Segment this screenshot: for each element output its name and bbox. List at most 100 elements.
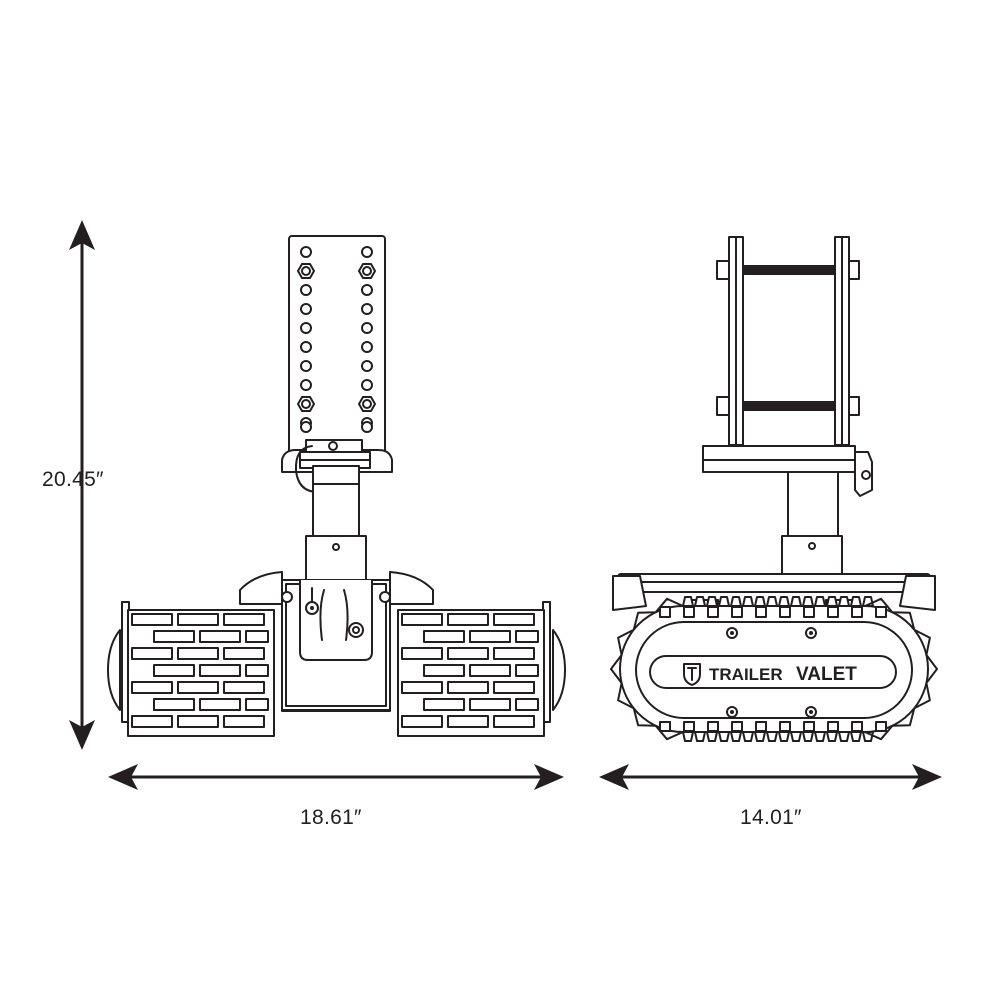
right-track-roller bbox=[397, 601, 566, 737]
plate-hole bbox=[300, 284, 312, 296]
side-width-dimension-label: 14.01″ bbox=[740, 806, 802, 829]
brand-word-2: VALET bbox=[796, 664, 857, 685]
tread-block bbox=[153, 664, 195, 677]
tread-block bbox=[177, 613, 219, 626]
inner-tooth bbox=[755, 606, 767, 618]
front-width-dimension-label: 18.61″ bbox=[300, 806, 362, 829]
tread-block bbox=[469, 698, 511, 711]
tread-block bbox=[447, 647, 489, 660]
adjustment-plate bbox=[288, 235, 386, 455]
side-bracket bbox=[702, 236, 873, 497]
roller-tread-blocks bbox=[131, 613, 269, 728]
tread-block bbox=[515, 630, 539, 643]
brand-logo: TRAILER VALET bbox=[683, 663, 857, 686]
vertical-tube bbox=[305, 465, 367, 581]
plate-hole bbox=[361, 421, 373, 433]
tread-block bbox=[177, 647, 219, 660]
front-view bbox=[107, 235, 566, 737]
inner-tooth bbox=[659, 721, 671, 732]
brand-word-1: TRAILER bbox=[709, 665, 783, 684]
inner-tooth bbox=[779, 721, 791, 732]
width-dimension-arrow-left bbox=[108, 764, 564, 790]
tread-block bbox=[447, 715, 489, 728]
inner-tooth bbox=[803, 721, 815, 732]
tread-block bbox=[447, 681, 489, 694]
plate-hole bbox=[300, 360, 312, 372]
left-track-roller bbox=[107, 601, 275, 737]
tread-block bbox=[515, 664, 539, 677]
tread-block bbox=[153, 630, 195, 643]
plate-hole bbox=[300, 303, 312, 315]
tread-block bbox=[423, 630, 465, 643]
plate-hole bbox=[361, 341, 373, 353]
tread-block bbox=[245, 664, 269, 677]
tread-block bbox=[199, 698, 241, 711]
track-belt bbox=[610, 596, 938, 742]
inner-tooth bbox=[827, 606, 839, 618]
tread-block bbox=[493, 681, 535, 694]
plate-hole bbox=[361, 284, 373, 296]
tread-block bbox=[223, 681, 265, 694]
tread-block bbox=[199, 630, 241, 643]
plate-hole bbox=[300, 322, 312, 334]
roller-tread-blocks bbox=[401, 613, 539, 728]
side-tube bbox=[781, 471, 843, 577]
inner-tooth bbox=[851, 606, 863, 618]
tread-block bbox=[515, 698, 539, 711]
inner-tooth bbox=[779, 606, 791, 618]
plate-hole bbox=[300, 379, 312, 391]
tread-block bbox=[177, 715, 219, 728]
tread-block bbox=[153, 698, 195, 711]
tread-block bbox=[401, 681, 443, 694]
nut-hole bbox=[301, 399, 311, 409]
tread-block bbox=[223, 715, 265, 728]
track-inner-teeth bbox=[659, 606, 887, 732]
inner-tooth bbox=[707, 721, 719, 732]
tread-block bbox=[245, 698, 269, 711]
plate-hole bbox=[361, 246, 373, 258]
tread-block bbox=[401, 715, 443, 728]
tread-block bbox=[131, 715, 173, 728]
inner-tooth bbox=[851, 721, 863, 732]
tread-block bbox=[423, 664, 465, 677]
plate-hole bbox=[361, 303, 373, 315]
tread-block bbox=[223, 647, 265, 660]
tread-block bbox=[223, 613, 265, 626]
tread-block bbox=[447, 613, 489, 626]
plate-hole bbox=[361, 379, 373, 391]
height-dimension-arrow bbox=[69, 220, 95, 750]
plate-hole bbox=[361, 322, 373, 334]
inner-tooth bbox=[659, 606, 671, 618]
tread-block bbox=[469, 630, 511, 643]
tread-block bbox=[469, 664, 511, 677]
inner-tooth bbox=[683, 606, 695, 618]
drive-housing bbox=[239, 571, 434, 712]
nut-hole bbox=[362, 266, 372, 276]
tread-block bbox=[493, 715, 535, 728]
plate-hole bbox=[300, 421, 312, 433]
inner-tooth bbox=[827, 721, 839, 732]
tread-block bbox=[177, 681, 219, 694]
inner-tooth bbox=[803, 606, 815, 618]
inner-tooth bbox=[707, 606, 719, 618]
inner-tooth bbox=[731, 721, 743, 732]
tread-block bbox=[401, 647, 443, 660]
plate-hole bbox=[300, 341, 312, 353]
inner-tooth bbox=[875, 606, 887, 618]
tread-block bbox=[401, 613, 443, 626]
inner-tooth bbox=[683, 721, 695, 732]
tread-block bbox=[493, 647, 535, 660]
nut-hole bbox=[301, 266, 311, 276]
track-bolts bbox=[726, 627, 817, 718]
inner-tooth bbox=[731, 606, 743, 618]
tread-block bbox=[131, 681, 173, 694]
plate-saddle bbox=[281, 449, 393, 473]
side-view: TRAILER VALET bbox=[610, 236, 938, 742]
nut-hole bbox=[362, 399, 372, 409]
inner-tooth bbox=[875, 721, 887, 732]
tread-block bbox=[423, 698, 465, 711]
height-dimension-label: 20.45″ bbox=[42, 468, 104, 491]
inner-tooth bbox=[755, 721, 767, 732]
